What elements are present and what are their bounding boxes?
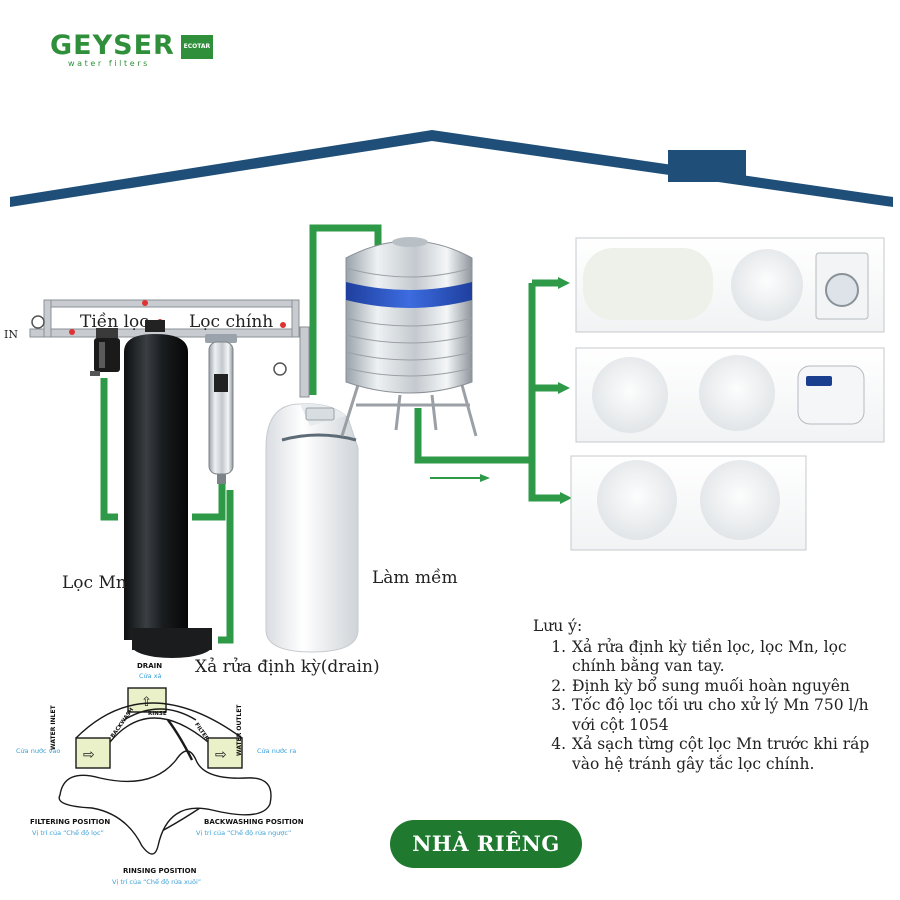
- note-item: Tốc độ lọc tối ưu cho xử lý Mn 750 l/h v…: [571, 696, 883, 735]
- washing-machine-person-icon: [731, 249, 803, 321]
- family-dining-icon: [700, 460, 780, 540]
- rinsing-position-sub: Vị trí của “Chế độ rửa xuôi”: [112, 878, 202, 886]
- shower-icon: [592, 357, 668, 433]
- notes-title: Lưu ý:: [533, 617, 583, 635]
- valve-icon: [69, 329, 75, 335]
- roof: [10, 130, 893, 207]
- main-filter-label: Lọc chính: [189, 312, 274, 332]
- family-kitchen-icon: [597, 460, 677, 540]
- control-valve-diagram: ⇧ ⇨ ⇨: [58, 687, 272, 855]
- water-inlet-label: WATER INLET: [50, 705, 57, 750]
- pressure-gauge-icon: [31, 315, 45, 329]
- panel-kitchen: [570, 455, 807, 551]
- drain-label: Xả rửa định kỳ(drain): [195, 657, 380, 677]
- water-softener: [265, 403, 359, 653]
- brand-badge: ECOTAR: [180, 35, 213, 59]
- brand-name: GEYSER: [50, 30, 175, 61]
- rinsing-position-label: RINSING POSITION: [123, 867, 197, 875]
- valve-outlet-sub: Cửa nước ra: [257, 747, 297, 755]
- water-heater-icon: [806, 376, 832, 386]
- valve-drain-sub: Cửa xả: [139, 672, 162, 680]
- valve-drain-label: DRAIN: [137, 662, 163, 670]
- backwashing-position-label: BACKWASHING POSITION: [204, 818, 304, 826]
- arrow-right-icon: ⇨: [215, 747, 227, 763]
- valve-icon: [142, 300, 148, 306]
- main-filter-housing: [205, 334, 237, 484]
- water-outlet-label: WATER OUTLET: [236, 704, 243, 756]
- note-item: Định kỳ bổ sung muối hoàn nguyên: [571, 677, 883, 697]
- green-pipework: [100, 224, 562, 644]
- mn-filter-label: Lọc Mn: [62, 573, 127, 593]
- inlet-label: IN: [4, 328, 18, 341]
- mn-filter-tank: [124, 320, 212, 658]
- notes-list: Xả rửa định kỳ tiền lọc, lọc Mn, lọc chí…: [533, 638, 883, 775]
- panel-laundry: [575, 237, 885, 333]
- softener-label: Làm mềm: [372, 568, 458, 588]
- note-item: Xả rửa định kỳ tiền lọc, lọc Mn, lọc chí…: [571, 638, 883, 677]
- washing-machine-icon: [825, 273, 859, 307]
- panel-bathroom: [575, 347, 885, 443]
- backwashing-position-sub: Vị trí của “Chế độ rửa ngược”: [196, 829, 292, 837]
- brand-tagline: water filters: [68, 59, 150, 68]
- valve-icon: [280, 322, 286, 328]
- storage-tank: [340, 237, 478, 437]
- prefilter-housing: [90, 328, 120, 376]
- washbasin-icon: [699, 355, 775, 431]
- filtering-position-sub: Vị trí của “Chế độ lọc”: [32, 829, 104, 837]
- arrow-right-icon: ⇨: [83, 747, 95, 763]
- valve-inlet-sub: Cửa nước vào: [16, 747, 61, 755]
- note-item: Xả sạch từng cột lọc Mn trước khi ráp và…: [571, 735, 883, 774]
- flow-arrows: [430, 277, 572, 504]
- notes-block: Lưu ý: Xả rửa định kỳ tiền lọc, lọc Mn, …: [533, 617, 883, 774]
- prefilter-label: Tiền lọc: [80, 312, 149, 332]
- private-home-badge: NHÀ RIÊNG: [390, 820, 582, 868]
- inlet-valves: [31, 300, 287, 376]
- pressure-gauge-icon: [273, 362, 287, 376]
- rinse-label: RINSE: [148, 711, 167, 717]
- filtering-position-label: FILTERING POSITION: [30, 818, 111, 826]
